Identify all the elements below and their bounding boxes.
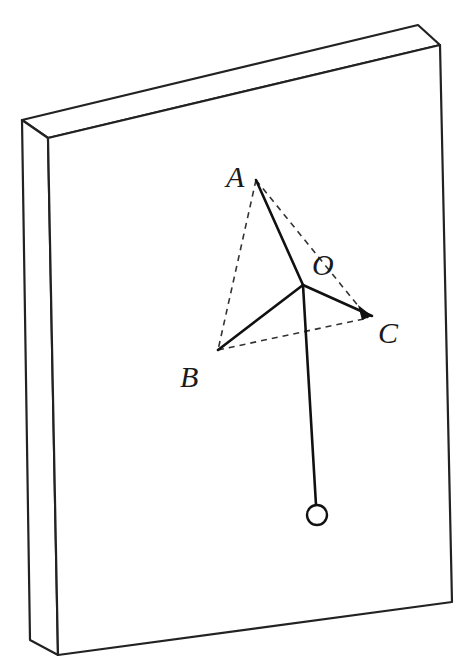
string-oa <box>256 180 303 285</box>
point-label: C <box>378 318 398 348</box>
dashed-line <box>256 180 368 318</box>
hanging-string <box>303 285 316 505</box>
weight <box>307 505 327 525</box>
point-label: B <box>180 362 198 392</box>
point-label: O <box>312 250 334 280</box>
board-face <box>48 45 452 655</box>
string-ob <box>218 285 303 350</box>
arrow-tip <box>358 305 372 320</box>
point-label: A <box>226 162 244 192</box>
